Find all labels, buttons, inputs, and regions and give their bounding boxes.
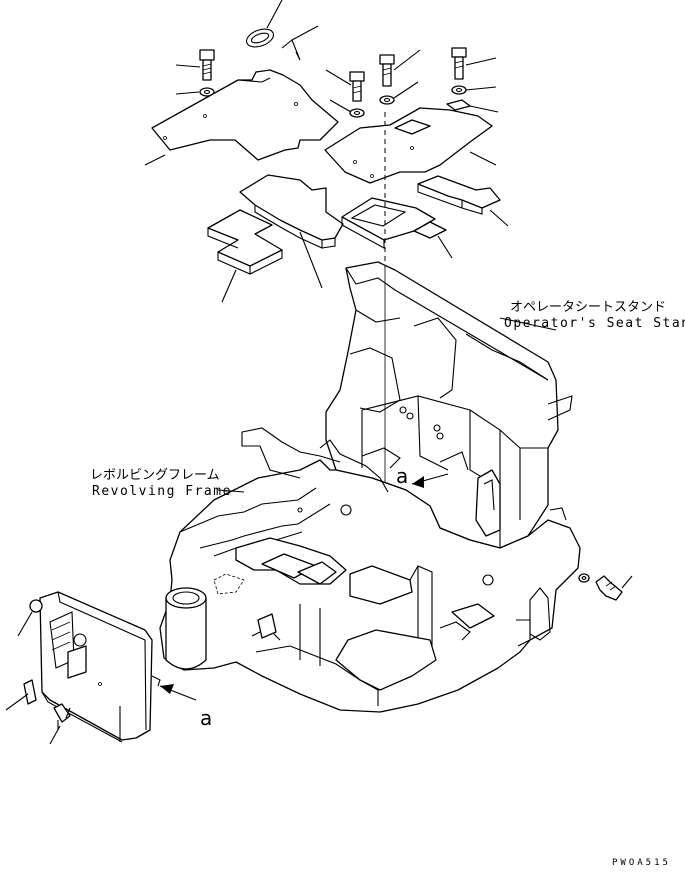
knob-part <box>49 703 71 745</box>
floor-plate-left <box>144 69 339 166</box>
frame-label-jp: レボルビングフレーム <box>90 468 220 483</box>
mat-left <box>207 209 283 303</box>
bolt-center-2 <box>379 49 421 87</box>
bolt-right <box>451 47 497 80</box>
seat-stand <box>325 261 573 549</box>
lock-pin-part <box>281 25 319 61</box>
mat-right <box>417 175 509 227</box>
bolt-center-1 <box>325 69 365 102</box>
small-clip-part <box>446 99 499 113</box>
mat-center <box>239 174 344 289</box>
seat-stand-leader <box>499 317 557 331</box>
frame-bolt <box>595 575 633 601</box>
cap-part <box>17 599 43 637</box>
bolt-left <box>175 49 215 81</box>
frame-leader <box>217 489 245 493</box>
view-arrow-upper <box>411 473 449 488</box>
seat-stand-label-en: Operator's Seat Stand <box>504 316 685 331</box>
washer-center-1 <box>329 99 365 118</box>
view-ref-lower: a <box>200 706 213 730</box>
mat-square <box>341 197 453 259</box>
revolving-frame <box>159 427 581 713</box>
swing-boss <box>165 573 277 670</box>
hinge-tab <box>151 675 161 687</box>
frame-label-en: Revolving Frame <box>92 484 232 499</box>
snap-ring-part <box>246 0 283 48</box>
seat-stand-label-jp: オペレータシートスタンド <box>510 300 667 315</box>
drawing-code: PWOA515 <box>612 858 671 868</box>
washer-left <box>175 87 215 97</box>
side-cover <box>39 591 153 743</box>
view-ref-upper: a <box>396 464 409 488</box>
washer-right <box>451 85 497 95</box>
washer-center-2 <box>379 81 419 105</box>
frame-washer <box>578 573 590 583</box>
view-arrow-lower <box>159 684 197 701</box>
floor-plate-right <box>324 107 497 184</box>
clip-part <box>5 679 37 711</box>
